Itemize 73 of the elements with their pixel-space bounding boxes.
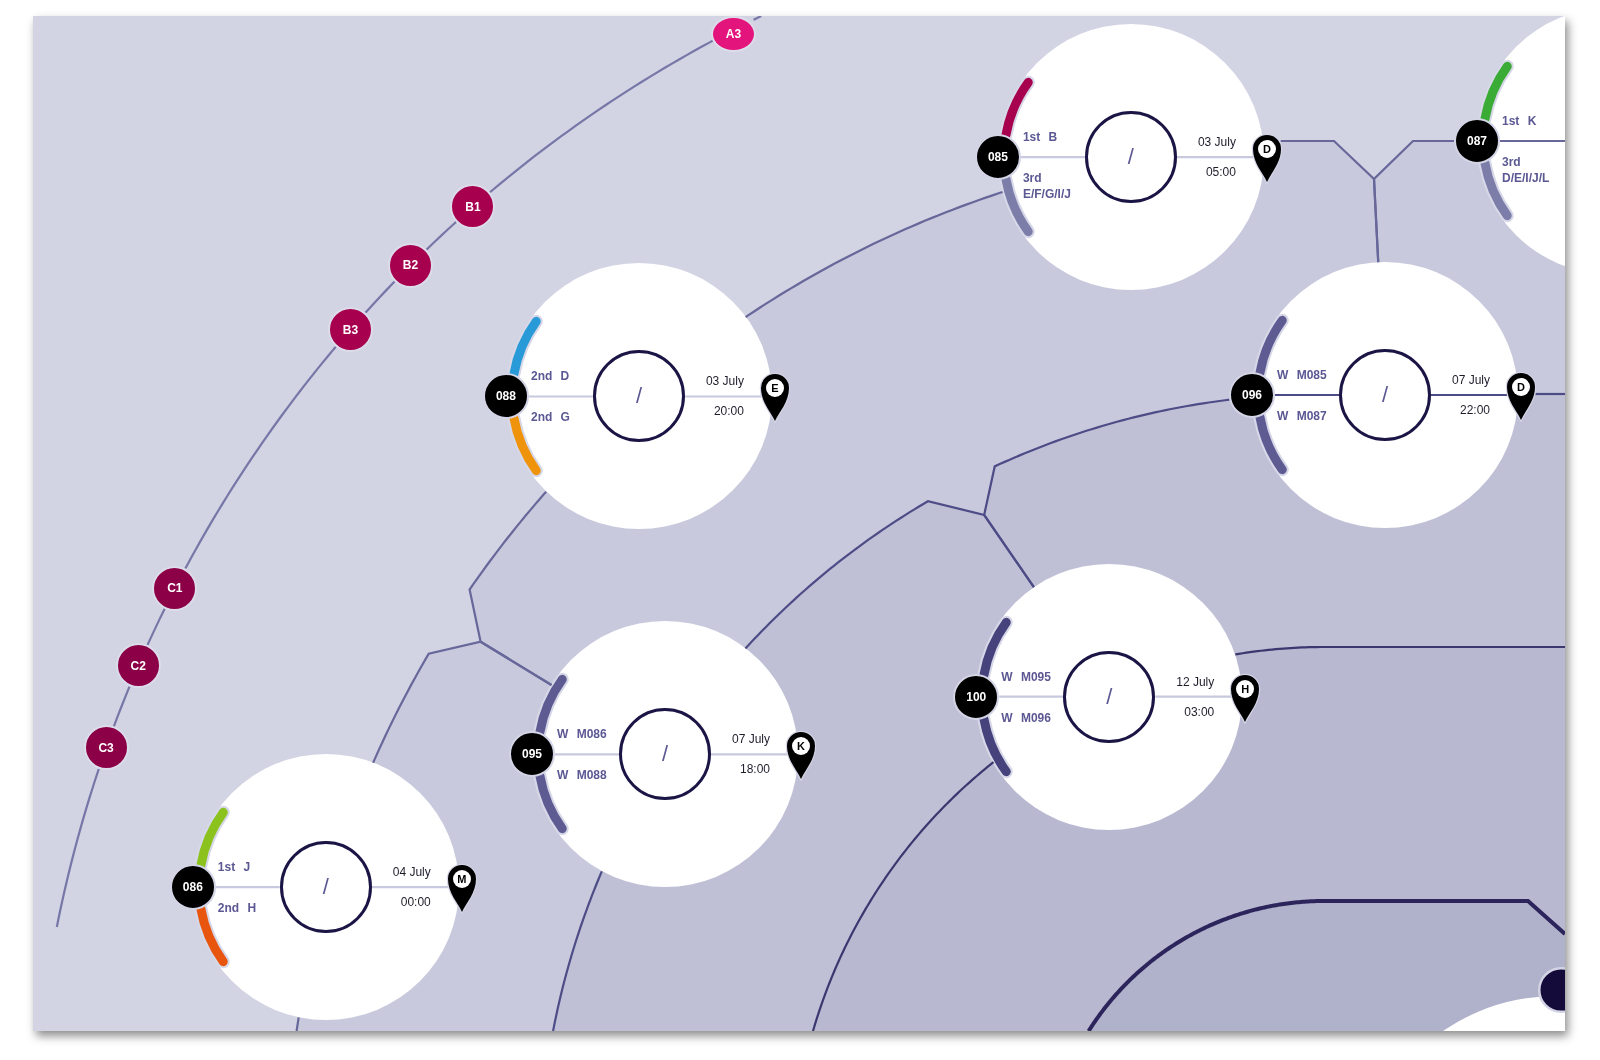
- team-slot-label: W M096: [1001, 709, 1051, 726]
- connector-line: [983, 398, 1230, 588]
- team-slot-label: 1st B: [1022, 129, 1058, 146]
- connector-line: [1372, 139, 1454, 263]
- connector-line: [711, 753, 788, 756]
- kickoff-time: 00:00: [400, 894, 431, 911]
- connector-line: [295, 1017, 300, 1031]
- connector-line: [745, 191, 1003, 318]
- match-date: 04 July: [392, 864, 431, 881]
- connector-line: [528, 395, 593, 398]
- connector-line: [1235, 645, 1565, 656]
- match-date: 03 July: [705, 373, 744, 390]
- team-slot-label: W M085: [1277, 367, 1327, 383]
- connector-line: [425, 221, 457, 251]
- connector-line: [1535, 392, 1565, 396]
- connector-line: [55, 768, 100, 928]
- group-slot-marker: A3: [710, 16, 756, 53]
- connector-line: [489, 39, 715, 194]
- match-date: 07 July: [1451, 372, 1490, 388]
- kickoff-time: 20:00: [713, 403, 744, 420]
- group-slot-marker: B3: [327, 307, 373, 353]
- map-pin-marker: D: [1250, 133, 1283, 185]
- team-slot-label: 3rd D/E/I/J/L: [1502, 154, 1551, 186]
- group-slot-marker: B2: [387, 242, 433, 288]
- connector-line: [146, 608, 166, 646]
- map-pin-marker: K: [785, 730, 817, 782]
- team-slot-label: W M087: [1277, 408, 1327, 424]
- team-slot-label: W M086: [557, 726, 607, 743]
- group-slot-marker: B1: [450, 184, 496, 230]
- match-date: 03 July: [1197, 134, 1236, 151]
- connector-line: [1431, 393, 1508, 397]
- group-slot-marker: C3: [83, 725, 129, 771]
- team-slot-label: 2nd D: [530, 368, 570, 385]
- team-slot-label: 1st J: [217, 859, 251, 876]
- team-slot-label: W M095: [1001, 668, 1051, 685]
- match-number-badge: 085: [974, 134, 1021, 181]
- connector-line: [552, 870, 603, 1031]
- connector-line: [372, 640, 553, 764]
- map-pin-marker: M: [445, 863, 478, 915]
- connector-line: [1020, 156, 1085, 159]
- map-pin-marker: D: [1505, 371, 1537, 422]
- team-slot-label: 2nd H: [217, 900, 257, 917]
- kickoff-time: 22:00: [1459, 402, 1490, 418]
- connector-line: [999, 695, 1064, 698]
- connector-line: [811, 761, 995, 1031]
- connector-line: [371, 886, 448, 889]
- team-slot-label: W M088: [557, 767, 607, 784]
- connector-line: [364, 280, 396, 314]
- connector-line: [112, 686, 131, 727]
- match-number-badge: 088: [482, 373, 529, 420]
- team-slot-label: 2nd G: [530, 409, 570, 426]
- map-pin-marker: E: [758, 372, 791, 424]
- kickoff-time: 05:00: [1205, 164, 1236, 181]
- map-pin-marker: H: [1229, 672, 1262, 724]
- team-slot-label: 1st K: [1502, 113, 1537, 129]
- match-circle: [1443, 996, 1565, 1031]
- kickoff-time: 18:00: [739, 761, 770, 778]
- match-date: 12 July: [1176, 673, 1215, 690]
- connector-line: [1176, 156, 1254, 159]
- match-number-badge: 086: [169, 864, 216, 911]
- group-slot-marker: C2: [115, 643, 161, 689]
- group-slot-marker: C1: [152, 565, 198, 611]
- connector-line: [753, 16, 762, 21]
- connector-line: [1155, 695, 1232, 698]
- match-number-badge: [1538, 967, 1565, 1013]
- connector-line: [215, 886, 280, 889]
- connector-line: [184, 346, 337, 570]
- connector-line: [684, 395, 762, 398]
- connector-line: [1275, 393, 1339, 397]
- kickoff-time: 03:00: [1184, 703, 1215, 720]
- team-slot-label: 3rd E/F/G/I/J: [1022, 170, 1072, 203]
- connector-line: [555, 753, 619, 756]
- match-date: 07 July: [731, 731, 770, 748]
